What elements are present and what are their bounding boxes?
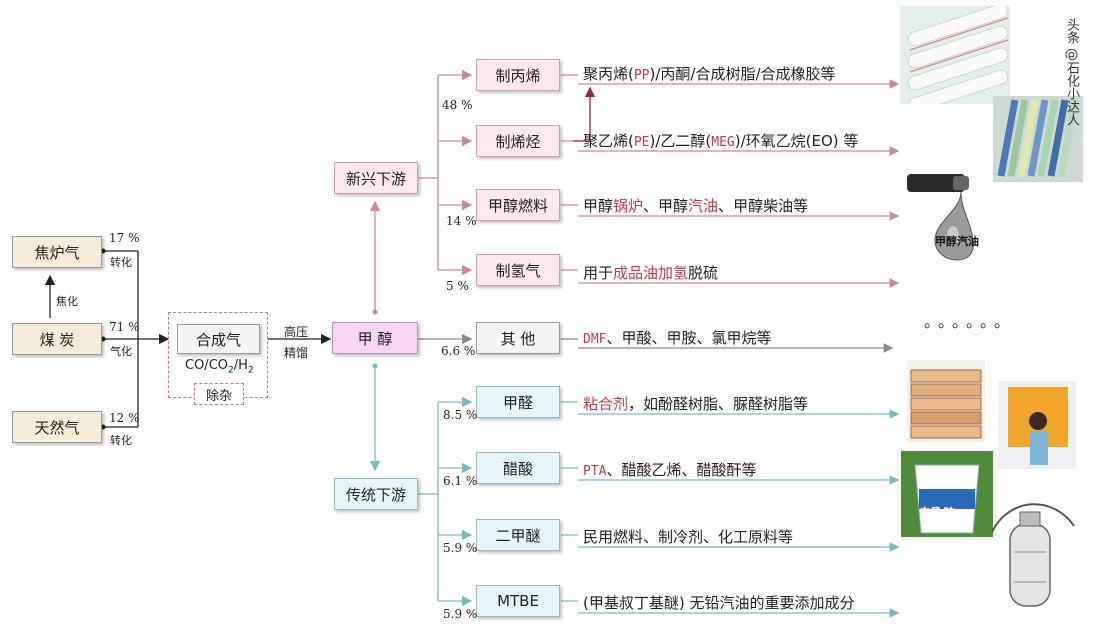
distill-label-2: 精馏 bbox=[284, 346, 309, 360]
use-text: 甲醇 bbox=[583, 197, 614, 215]
product-other: 其 他 bbox=[476, 322, 560, 354]
methanol-box: 甲 醇 bbox=[332, 322, 418, 354]
use-lines bbox=[561, 74, 900, 288]
plywood-image bbox=[907, 360, 985, 442]
product-acetic: 醋酸 bbox=[476, 452, 560, 484]
emerging-downstream-box: 新兴下游 bbox=[334, 162, 418, 194]
gas-cylinder-image bbox=[991, 503, 1075, 607]
methanol-branch-lines bbox=[369, 200, 473, 472]
uses-hydrogen: 用于成品油加氢脱硫 bbox=[583, 262, 718, 283]
uses-dme: 民用燃料、制冷剂、化工原料等 bbox=[583, 526, 793, 547]
pipes-colored-image bbox=[993, 96, 1083, 182]
traditional-use-lines bbox=[561, 401, 900, 618]
use-text: )/丙酮/合成树脂/合成橡胶等 bbox=[649, 65, 836, 83]
pct-natural-gas: 12 % bbox=[109, 411, 140, 425]
syngas-formula: CO/CO2/H2 bbox=[185, 358, 254, 376]
product-dme: 二甲醚 bbox=[476, 519, 560, 551]
product-fuel: 甲醇燃料 bbox=[476, 189, 560, 221]
use-text: 、甲酸、甲胺、氯甲烷等 bbox=[606, 329, 772, 347]
use-text: 、甲醇 bbox=[643, 197, 689, 215]
uses-fuel: 甲醇锅炉、甲醇汽油、甲醇柴油等 bbox=[583, 195, 808, 216]
other-use-line bbox=[561, 338, 894, 353]
use-text: 脱硫 bbox=[688, 264, 719, 282]
uses-acetic: PTA、醋酸乙烯、醋酸酐等 bbox=[583, 459, 757, 480]
pct-hydrogen: 5 % bbox=[446, 279, 469, 293]
methanol-fuel-label: 甲醇汽油 bbox=[935, 235, 979, 248]
use-text: )/乙二醇( bbox=[649, 132, 712, 150]
use-highlight: DMF bbox=[583, 332, 607, 347]
use-text: )/环氧乙烷(EO) 等 bbox=[734, 132, 859, 150]
methanol-fuel-drop-image bbox=[907, 174, 974, 261]
use-highlight: 锅炉 bbox=[613, 197, 644, 215]
purify-box: 除杂 bbox=[194, 383, 244, 405]
source-coal: 煤 炭 bbox=[12, 323, 102, 355]
product-mtbe: MTBE bbox=[476, 585, 560, 617]
product-hydrogen: 制氢气 bbox=[476, 254, 560, 286]
glue-bucket-image bbox=[901, 451, 993, 537]
process-natural-gas: 转化 bbox=[110, 434, 132, 447]
uses-formaldehyde: 粘合剂，如酚醛树脂、脲醛树脂等 bbox=[583, 393, 808, 414]
traditional-downstream-box: 传统下游 bbox=[334, 478, 418, 510]
source-connectors bbox=[44, 250, 170, 428]
pct-formaldehyde: 8.5 % bbox=[443, 408, 478, 422]
use-text: 、醋酸乙烯、醋酸酐等 bbox=[606, 461, 757, 479]
pct-acetic: 6.1 % bbox=[443, 474, 478, 488]
use-text: 用于 bbox=[583, 264, 614, 282]
use-highlight: 汽油 bbox=[688, 197, 719, 215]
coking-label: 焦化 bbox=[56, 295, 78, 308]
product-propylene: 制丙烯 bbox=[476, 59, 560, 91]
watermark: 头条 @石化小达人 bbox=[1064, 18, 1079, 127]
ellipsis-dots: 。。。。。。 bbox=[924, 312, 1017, 331]
source-coke-gas: 焦炉气 bbox=[12, 236, 102, 268]
use-highlight: MEG bbox=[711, 135, 735, 150]
pct-fuel: 14 % bbox=[446, 214, 477, 228]
distill-label-1: 高压 bbox=[284, 325, 309, 339]
source-natural-gas: 天然气 bbox=[12, 411, 102, 443]
pct-coke-gas: 17 % bbox=[109, 231, 140, 245]
pct-propylene: 48 % bbox=[442, 98, 473, 112]
process-coal: 气化 bbox=[110, 345, 132, 358]
uses-mtbe: (甲基叔丁基醚) 无铅汽油的重要添加成分 bbox=[583, 592, 854, 613]
use-text: (甲基叔丁基醚) 无铅汽油的重要添加成分 bbox=[583, 594, 855, 612]
painting-image bbox=[998, 381, 1076, 469]
use-text: ，如酚醛树脂、脲醛树脂等 bbox=[628, 395, 809, 413]
use-highlight: PE bbox=[633, 135, 650, 150]
use-text: 聚乙烯( bbox=[583, 132, 634, 150]
use-highlight: 成品油加氢 bbox=[613, 264, 689, 282]
emerging-fan bbox=[417, 69, 473, 276]
uses-other: DMF、甲酸、甲胺、氯甲烷等 bbox=[583, 327, 772, 348]
use-highlight: PP bbox=[633, 68, 650, 83]
pipes-white-image bbox=[900, 6, 1010, 104]
syngas-box: 合成气 bbox=[177, 324, 260, 354]
glue-brand-label: 白乳胶 bbox=[919, 506, 956, 520]
pct-dme: 5.9 % bbox=[443, 541, 478, 555]
process-coke-gas: 转化 bbox=[110, 256, 132, 269]
product-formaldehyde: 甲醛 bbox=[476, 386, 560, 418]
use-text: 民用燃料、制冷剂、化工原料等 bbox=[583, 528, 794, 546]
pct-mtbe: 5.9 % bbox=[443, 607, 478, 621]
pct-other: 6.6 % bbox=[441, 344, 476, 358]
use-highlight: PTA bbox=[583, 464, 607, 479]
use-text: 聚丙烯( bbox=[583, 65, 634, 83]
use-highlight: 粘合剂 bbox=[583, 395, 629, 413]
olefin-to-propylene-arrow bbox=[573, 86, 596, 142]
uses-olefin: 聚乙烯(PE)/乙二醇(MEG)/环氧乙烷(EO) 等 bbox=[583, 130, 858, 151]
pct-coal: 71 % bbox=[109, 320, 140, 334]
product-olefin: 制烯烃 bbox=[476, 125, 560, 157]
use-text: 、甲醇柴油等 bbox=[718, 197, 809, 215]
uses-propylene: 聚丙烯(PP)/丙酮/合成树脂/合成橡胶等 bbox=[583, 63, 836, 84]
traditional-fan bbox=[417, 396, 473, 607]
